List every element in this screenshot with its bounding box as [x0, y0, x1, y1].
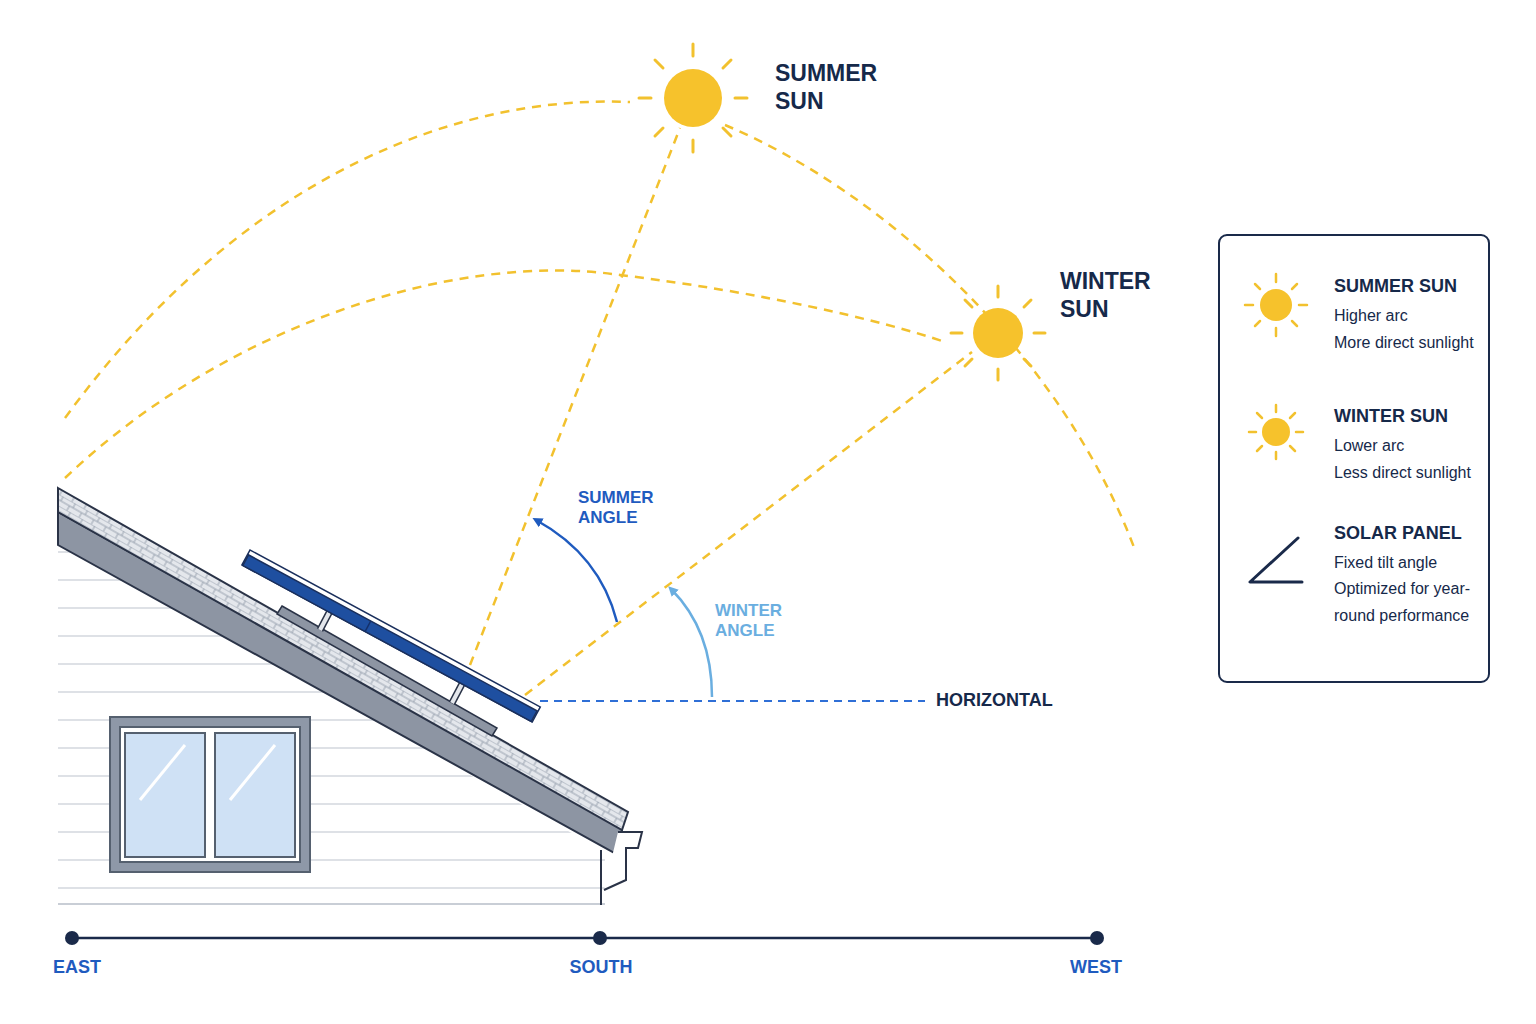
legend-heading: SUMMER SUN [1334, 276, 1457, 298]
angle-label: WINTER ANGLE [715, 601, 801, 642]
solar-panel [242, 550, 540, 736]
summer-sun [639, 44, 747, 152]
summer-angle-arrow [536, 520, 617, 622]
axis-label: HORIZONTAL [936, 690, 1053, 712]
legend-text: Lower arc [1334, 436, 1404, 455]
winter-sun [951, 286, 1045, 380]
direction-label: WEST [1070, 957, 1122, 979]
sun-label: WINTER SUN [1060, 268, 1172, 323]
legend-text: Fixed tilt angle Optimized for year-roun… [1334, 550, 1482, 629]
legend-panel [1219, 235, 1489, 682]
roof [58, 488, 642, 890]
legend-heading: SOLAR PANEL [1334, 523, 1462, 545]
house-wall [58, 540, 605, 905]
legend-text: Less direct sunlight [1334, 463, 1471, 482]
horizontal-line [540, 700, 925, 702]
direction-label: SOUTH [570, 957, 633, 979]
legend-text: Higher arc [1334, 306, 1408, 325]
window [110, 717, 310, 872]
winter-angle-arrow [671, 589, 712, 697]
angle-label: SUMMER ANGLE [578, 488, 670, 529]
direction-label: EAST [53, 957, 101, 979]
compass-axis [65, 931, 1104, 945]
legend-heading: WINTER SUN [1334, 406, 1448, 428]
sun-label: SUMMER SUN [775, 60, 893, 115]
legend-text: More direct sunlight [1334, 333, 1474, 352]
